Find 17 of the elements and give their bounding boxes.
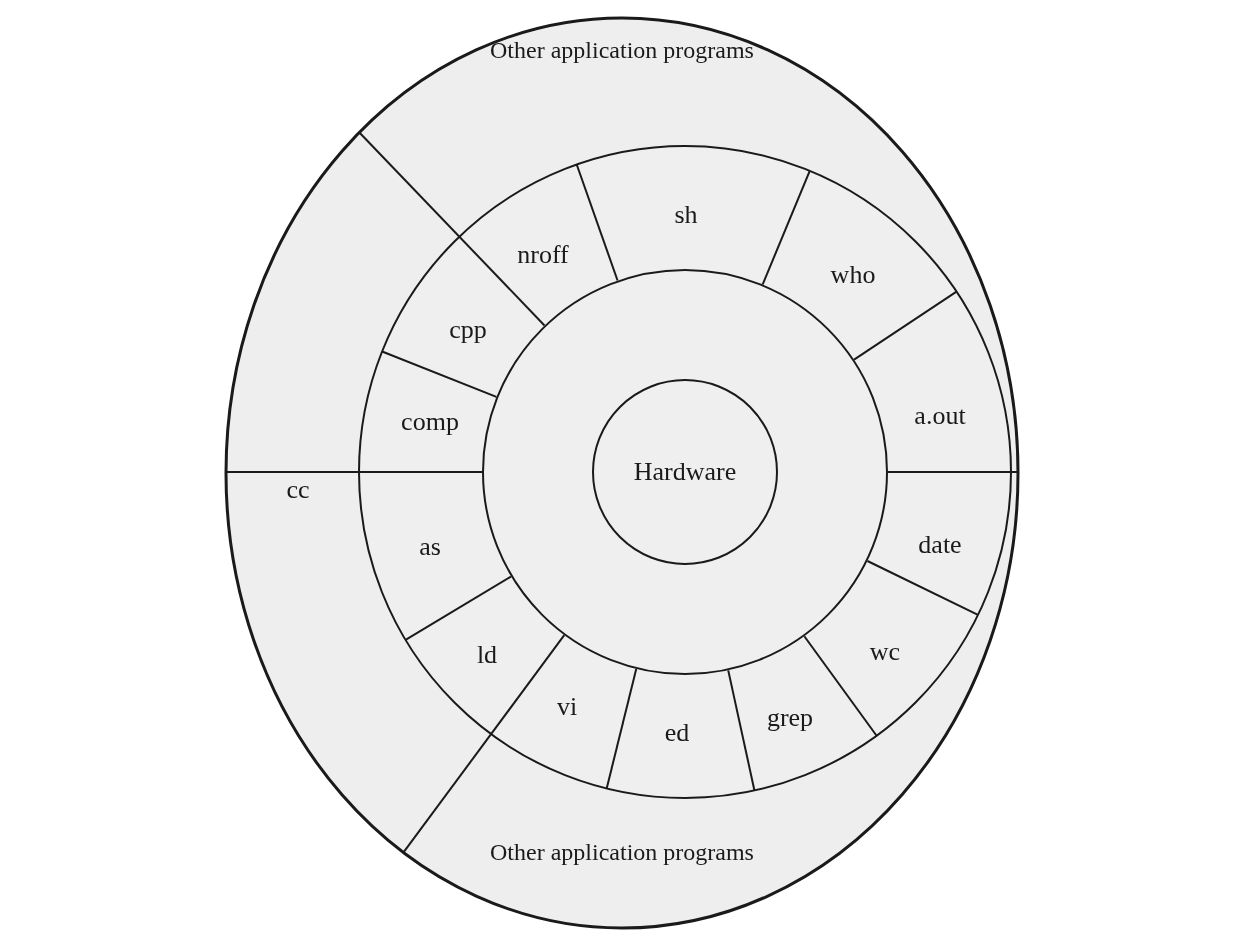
program-label: nroff	[517, 242, 569, 268]
program-label: cpp	[449, 317, 487, 343]
program-label: Other application programs	[490, 840, 754, 864]
program-label: a.out	[914, 403, 966, 429]
hardware-circle: Hardware	[592, 379, 778, 565]
program-label: date	[918, 532, 962, 558]
program-label: comp	[401, 409, 459, 435]
program-label: cc	[286, 477, 310, 503]
program-label: vi	[556, 694, 578, 720]
program-label: who	[830, 262, 876, 288]
program-label: Other application programs	[490, 38, 754, 62]
program-label: ld	[476, 642, 498, 668]
program-label: sh	[674, 202, 698, 228]
program-label: grep	[766, 705, 814, 731]
program-label: wc	[869, 639, 901, 665]
program-label: ed	[664, 720, 690, 746]
program-label: as	[419, 534, 441, 560]
